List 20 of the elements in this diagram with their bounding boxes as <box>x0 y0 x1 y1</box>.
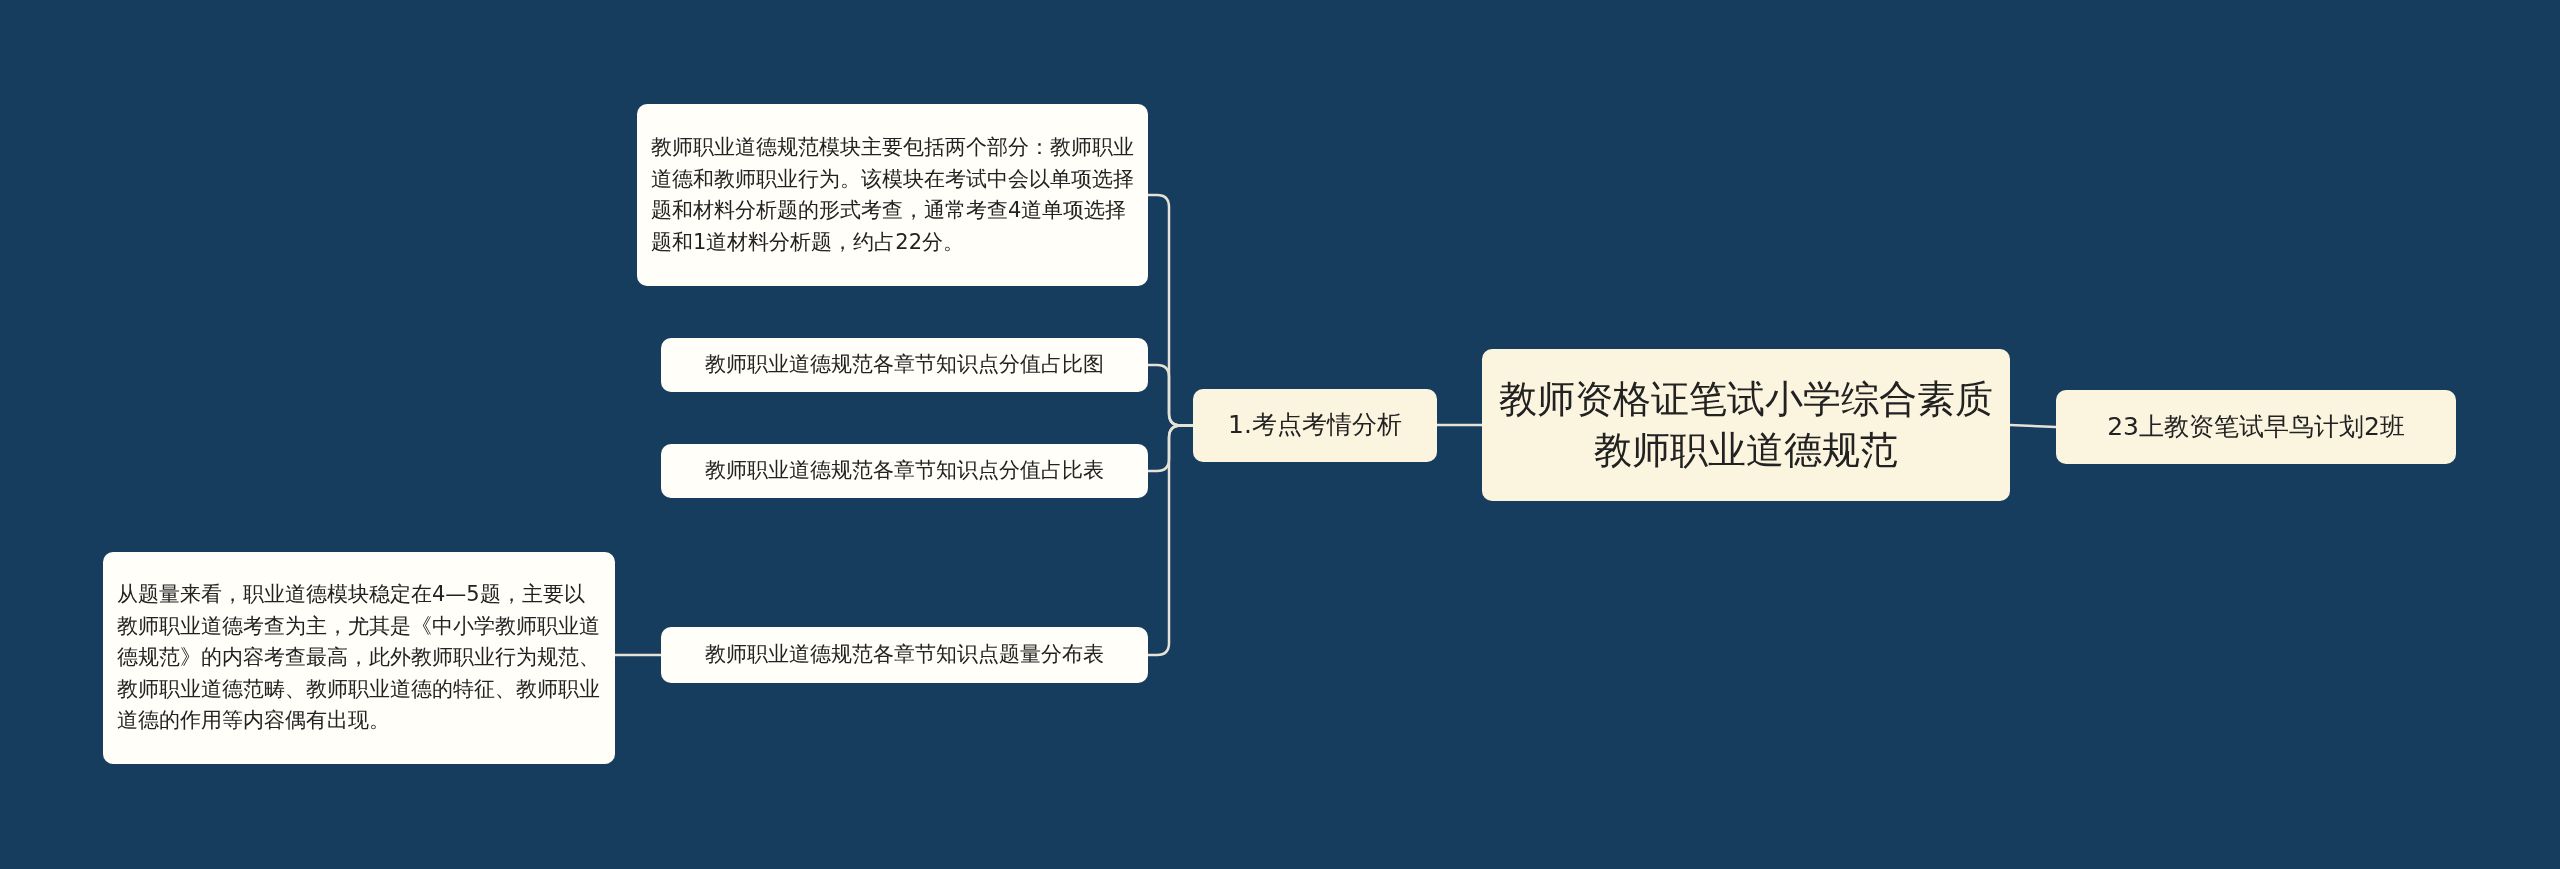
subtopic-box <box>661 627 1148 683</box>
node-label: 23上教资笔试早鸟计划2班 <box>2107 410 2405 443</box>
note-box <box>637 104 1148 286</box>
node-label: 教师资格证笔试小学综合素质教师职业道德规范 <box>1498 375 1994 474</box>
note-text: 教师职业道德规范模块主要包括两个部分：教师职业道德和教师职业行为。该模块在考试中会以单项选择题和材料分析题的形式考查，通常考查4道单项选择题和1道材料分析题，约占22分。 <box>651 134 1134 256</box>
connector-line <box>615 653 661 657</box>
branch-box <box>2056 390 2456 464</box>
connector-line <box>1437 423 1482 427</box>
subtopic-box <box>661 338 1148 392</box>
node-label: 1.考点考情分析 <box>1228 409 1402 442</box>
note-box <box>103 552 615 764</box>
node-label: 教师职业道德规范各章节知识点题量分布表 <box>705 641 1104 669</box>
connector-line <box>2009 423 2057 429</box>
subtopic-box <box>661 444 1148 498</box>
branch-box <box>1193 389 1437 462</box>
connector-line <box>1148 424 1193 657</box>
topic-box <box>1482 349 2010 501</box>
node-label: 教师职业道德规范各章节知识点分值占比图 <box>705 351 1104 379</box>
note-text: 从题量来看，职业道德模块稳定在4—5题，主要以教师职业道德考查为主，尤其是《中小学教师职业道德规范》的内容考查最高，此外教师职业行为规范、教师职业道德范畴、教师职业道德的特征、教师职业道德的作用等内容偶有出现。 <box>117 581 601 735</box>
node-label: 教师职业道德规范各章节知识点分值占比表 <box>705 457 1104 485</box>
